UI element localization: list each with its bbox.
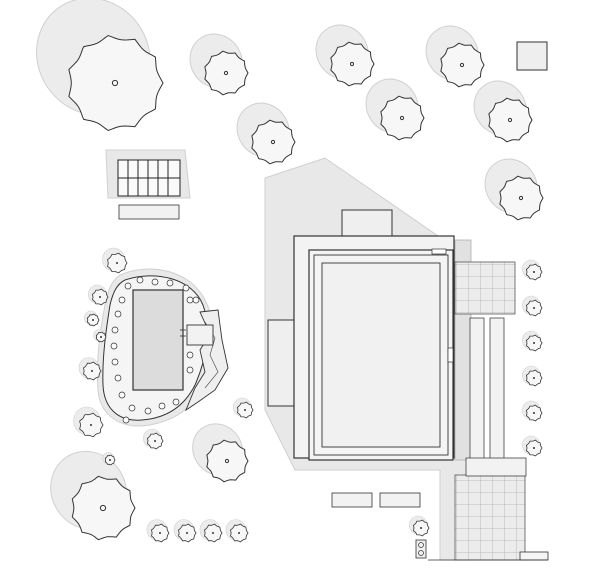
edge-stone [186,296,194,304]
tree-icon [473,80,533,143]
tree-icon [36,0,164,132]
house [267,209,455,461]
edge-stone [186,351,194,359]
pad-top-right [516,41,548,71]
shrub-icon [102,452,116,466]
edge-stone [110,342,118,350]
pool-edge-stones [110,276,200,424]
edge-stone [111,326,119,334]
shrub-icon [102,247,128,274]
edge-stone [186,366,194,374]
edge-stone [128,404,136,412]
edge-stone [182,284,190,292]
tree-icon [425,25,485,88]
pool [132,289,184,391]
edge-stone [166,279,174,287]
edge-stone [172,398,180,406]
tree-icon [189,33,249,96]
shrub-icon [78,357,102,381]
edge-stone [118,391,126,399]
shrub-icon [73,406,104,438]
shrub-icon [93,329,107,343]
tree-icon [50,450,136,541]
pad-left [118,204,180,220]
tree-icon [484,158,544,221]
edge-stone [118,296,126,304]
tree-icon [365,78,425,141]
shrub-icon [409,515,430,537]
shrub-icon [522,435,543,457]
edge-stone [114,374,122,382]
pool-steps [186,324,214,346]
pergola-columns [469,317,485,461]
shrub-icon [522,365,543,387]
tree-icon [315,24,375,87]
shrub-icon [522,400,543,422]
edge-stone [192,296,200,304]
edge-stone [144,407,152,415]
edge-stone [124,282,132,290]
pergola [105,149,191,199]
path-bottom-right [519,551,549,561]
shrub-icon [233,397,254,419]
rock-feature [185,309,229,412]
shrub-icon [84,310,100,327]
shrub-icon [143,428,164,450]
edge-stone [122,416,130,424]
edge-stone [114,310,122,318]
shrub-icon [146,519,170,543]
tree-icon [236,102,296,165]
edge-stone [158,402,166,410]
pad-bottom-1 [331,492,373,508]
shrub-icon [199,519,223,543]
edge-stone [111,358,119,366]
gate-post [415,539,427,559]
edge-stone [151,278,159,286]
shrub-icon [225,519,249,543]
pad-bottom-2 [379,492,421,508]
shrub-icon [173,519,197,543]
shrub-icon [522,295,543,317]
shrub-icon [88,284,109,306]
shrub-icon [522,259,543,281]
tree-icon [192,423,249,483]
shrub-icon [522,330,543,352]
vegetation [36,0,544,543]
edge-stone [136,276,144,284]
pads [118,41,548,508]
pool-area [96,268,229,427]
